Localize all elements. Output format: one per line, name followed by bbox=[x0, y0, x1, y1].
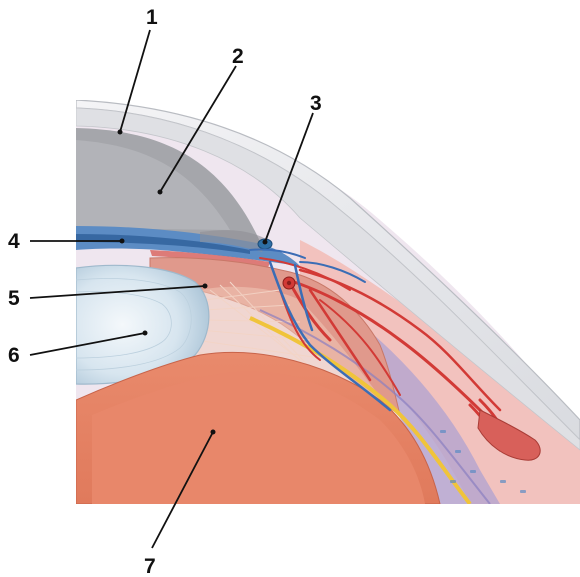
callout-number-7: 7 bbox=[144, 555, 156, 577]
leader-dot-2 bbox=[158, 190, 163, 195]
callout-number-5: 5 bbox=[8, 287, 20, 310]
callout-number-2: 2 bbox=[232, 45, 244, 68]
leader-dot-5 bbox=[203, 284, 208, 289]
leader-dot-7 bbox=[211, 430, 216, 435]
callout-number-1: 1 bbox=[146, 6, 158, 29]
leader-dot-4 bbox=[120, 239, 125, 244]
callout-number-4: 4 bbox=[8, 230, 20, 253]
leader-dot-3 bbox=[263, 240, 268, 245]
callout-number-3: 3 bbox=[310, 92, 322, 115]
ciliary-artery-core bbox=[287, 281, 291, 285]
eye-illustration bbox=[76, 100, 580, 504]
leader-dot-6 bbox=[143, 331, 148, 336]
callout-number-6: 6 bbox=[8, 344, 20, 367]
leader-dot-1 bbox=[118, 130, 123, 135]
